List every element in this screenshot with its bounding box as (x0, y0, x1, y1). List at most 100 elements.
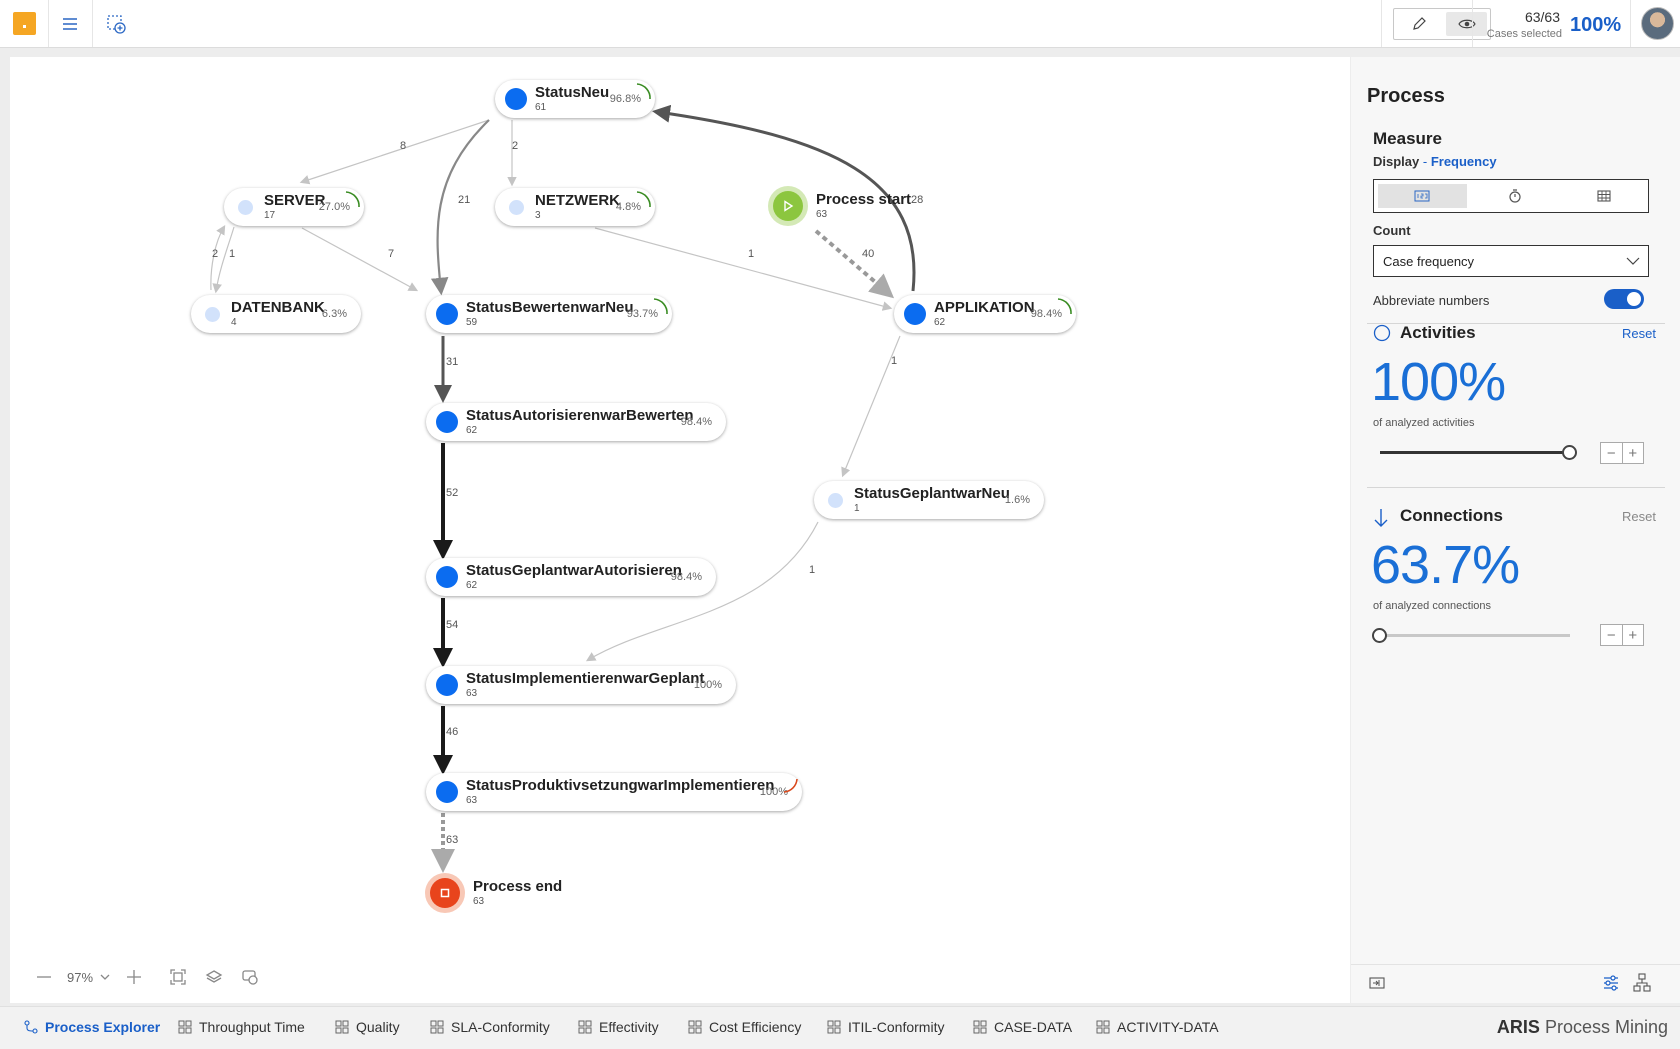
edge-APPLIKATION-StatusGeplantwarNeu[interactable] (841, 335, 901, 478)
percent-arc-icon (653, 298, 668, 315)
dashboard-icon (578, 1020, 592, 1034)
node-percent: 98.4% (670, 571, 702, 583)
fit-to-screen-icon[interactable] (169, 968, 187, 986)
node-statusgeplantwarneu[interactable]: StatusGeplantwarNeu 1 1.6% (814, 481, 1044, 519)
filter-settings-icon[interactable] (1602, 974, 1620, 992)
minus-icon[interactable]: − (1601, 625, 1623, 645)
edge-SERVER-DATENBANK[interactable] (212, 226, 235, 294)
edge-StatusNeu-StatusBewertenwarNeu[interactable] (430, 119, 490, 296)
abbreviate-toggle[interactable] (1604, 289, 1644, 309)
count-select[interactable]: Case frequency (1373, 245, 1649, 277)
tab-label: Effectivity (599, 1019, 659, 1035)
edge-StatusNeu-SERVER[interactable] (299, 119, 490, 185)
node-datenbank[interactable]: DATENBANK 4 6.3% (191, 295, 361, 333)
view-mode-button[interactable] (1446, 12, 1487, 36)
tab-process-explorer[interactable]: Process Explorer (24, 1019, 160, 1035)
edge-label: 1 (229, 248, 235, 260)
duration-mode-button[interactable] (1471, 180, 1560, 212)
cases-percent[interactable]: 100% (1570, 14, 1622, 36)
edge-label: 2 (212, 248, 218, 260)
tab-case-data[interactable]: CASE-DATA (973, 1019, 1072, 1035)
node-server[interactable]: SERVER 17 27.0% (224, 188, 364, 226)
plus-icon[interactable]: + (1628, 444, 1638, 462)
percent-arc-icon (345, 191, 360, 208)
zoom-out-icon[interactable] (35, 968, 53, 986)
edge-label: 2 (512, 140, 518, 152)
avatar[interactable] (1641, 7, 1674, 40)
zoom-in-icon[interactable] (125, 968, 143, 986)
divider (1367, 323, 1665, 324)
node-name: StatusAutorisierenwarBewerten (466, 407, 694, 424)
edge-label: 52 (446, 487, 458, 499)
node-statusbewertenwarneu[interactable]: StatusBewertenwarNeu 59 93.7% (426, 295, 672, 333)
percent-arc-icon (636, 191, 651, 208)
edge-SERVER-StatusBewertenwarNeu[interactable] (301, 227, 419, 292)
divider (1351, 964, 1680, 965)
chevron-down-icon[interactable] (99, 971, 111, 983)
node-statusneu[interactable]: StatusNeu 61 96.8% (495, 80, 655, 118)
slider-handle[interactable] (1562, 445, 1577, 460)
node-applikation[interactable]: APPLIKATION 62 98.4% (894, 295, 1076, 333)
table-mode-button[interactable] (1559, 180, 1648, 212)
zoom-level[interactable]: 97% (67, 969, 94, 985)
divider (1367, 487, 1665, 488)
edit-mode-button[interactable] (1394, 9, 1443, 39)
tab-cost-efficiency[interactable]: Cost Efficiency (688, 1019, 801, 1035)
edit-view-toggle[interactable] (1393, 8, 1491, 40)
node-netzwerk[interactable]: NETZWERK 3 4.8% (495, 188, 655, 226)
bottom-tab-bar: Process Explorer Throughput Time Quality… (0, 1006, 1680, 1049)
edge-DATENBANK-SERVER[interactable] (210, 224, 226, 291)
edge-APPLIKATION-StatusNeu[interactable] (652, 104, 916, 292)
node-marker (436, 303, 458, 325)
connections-slider[interactable] (1372, 628, 1570, 643)
app-logo-icon[interactable] (13, 12, 36, 35)
layers-icon[interactable] (205, 968, 223, 986)
hamburger-menu-icon[interactable] (58, 12, 82, 36)
plus-icon[interactable]: + (1628, 626, 1638, 644)
tab-itil-conformity[interactable]: ITIL-Conformity (827, 1019, 944, 1035)
tab-effectivity[interactable]: Effectivity (578, 1019, 659, 1035)
frequency-mode-button[interactable] (1378, 184, 1467, 208)
activities-reset-link[interactable]: Reset (1622, 326, 1656, 341)
tab-activity-data[interactable]: ACTIVITY-DATA (1096, 1019, 1219, 1035)
hierarchy-icon[interactable] (1633, 973, 1651, 992)
edge-label: 21 (458, 194, 470, 206)
edge-label: 1 (809, 564, 815, 576)
chevron-down-icon (1626, 257, 1640, 265)
brand-logo: ARIS Process Mining (1497, 1017, 1668, 1038)
tab-quality[interactable]: Quality (335, 1019, 400, 1035)
node-statusimplementierenwargeplant[interactable]: StatusImplementierenwarGeplant 63 100% (426, 666, 736, 704)
node-percent: 100% (759, 786, 788, 798)
edge-label: 1 (748, 248, 754, 260)
slider-handle[interactable] (1372, 628, 1387, 643)
connections-percent: 63.7% (1371, 535, 1520, 595)
edge-NETZWERK-APPLIKATION[interactable] (594, 227, 893, 311)
edge-StatusGeplantwarNeu-StatusImplementierenwarGeplant[interactable] (585, 521, 819, 662)
cases-count: 63/63 (1524, 9, 1560, 25)
add-view-icon[interactable] (104, 12, 128, 36)
node-count: 62 (466, 425, 478, 436)
edge-Process start-APPLIKATION[interactable] (814, 229, 895, 299)
tab-sla-conformity[interactable]: SLA-Conformity (430, 1019, 550, 1035)
percent-arc-icon (1057, 298, 1072, 315)
connections-heading: Connections (1400, 506, 1503, 525)
tab-label: Quality (356, 1019, 400, 1035)
edge-label: 63 (446, 834, 458, 846)
node-statusgeplantwarautorisieren[interactable]: StatusGeplantwarAutorisieren 62 98.4% (426, 558, 716, 596)
connections-reset-link[interactable]: Reset (1622, 509, 1656, 524)
minus-icon[interactable]: − (1601, 443, 1623, 463)
node-statusproduktivsetzungwarimplementieren[interactable]: StatusProduktivsetzungwarImplementieren … (426, 773, 802, 811)
edge-label: 31 (446, 356, 458, 368)
node-statusautorisierenwarbewerten[interactable]: StatusAutorisierenwarBewerten 62 98.4% (426, 403, 726, 441)
panel-title: Process (1367, 85, 1445, 107)
tab-label: SLA-Conformity (451, 1019, 550, 1035)
node-marker (436, 411, 458, 433)
node-name: StatusNeu (535, 84, 610, 101)
collapse-panel-icon[interactable] (1369, 977, 1385, 989)
activities-slider[interactable] (1380, 445, 1577, 460)
stopwatch-icon (1509, 189, 1521, 203)
settings-view-icon[interactable] (241, 968, 259, 986)
tab-throughput-time[interactable]: Throughput Time (178, 1019, 305, 1035)
